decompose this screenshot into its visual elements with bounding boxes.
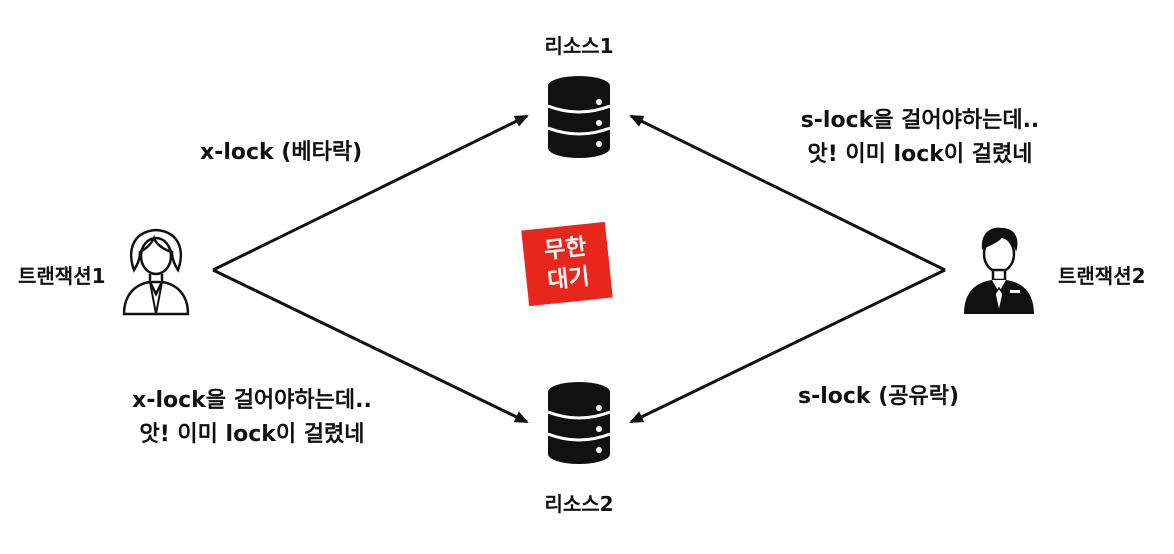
arrow-tx2-to-resource2 — [629, 268, 946, 424]
resource1-label: 리소스1 — [544, 34, 614, 58]
transaction1-label: 트랜잭션1 — [18, 264, 106, 288]
arrow-tx1-to-resource2 — [212, 268, 529, 424]
resource2-label: 리소스2 — [544, 492, 614, 516]
deadlock-stamp: 무한 대기 — [521, 221, 613, 307]
stamp-line: 대기 — [546, 263, 591, 295]
x-lock-label: x-lock (베타락) — [200, 140, 363, 165]
woman-user-icon — [122, 228, 190, 316]
stamp-line: 무한 — [543, 233, 588, 265]
arrow-tx1-to-resource1 — [212, 114, 529, 272]
arrow-tx2-to-resource1 — [629, 114, 946, 272]
s-lock-label: s-lock (공유락) — [798, 384, 960, 409]
transaction2-label: 트랜잭션2 — [1058, 264, 1146, 288]
businessman-icon — [964, 227, 1034, 314]
note-line: s-lock을 걸어야하는데.. — [800, 108, 1040, 133]
transaction2-note: s-lock을 걸어야하는데.. 앗! 이미 lock이 걸렸네 — [780, 104, 1060, 172]
database-icon — [548, 76, 610, 158]
database-icon — [548, 382, 610, 464]
transaction1-note: x-lock을 걸어야하는데.. 앗! 이미 lock이 걸렸네 — [112, 384, 392, 452]
note-line: 앗! 이미 lock이 걸렸네 — [807, 142, 1033, 167]
note-line: x-lock을 걸어야하는데.. — [132, 388, 372, 413]
note-line: 앗! 이미 lock이 걸렸네 — [139, 422, 365, 447]
